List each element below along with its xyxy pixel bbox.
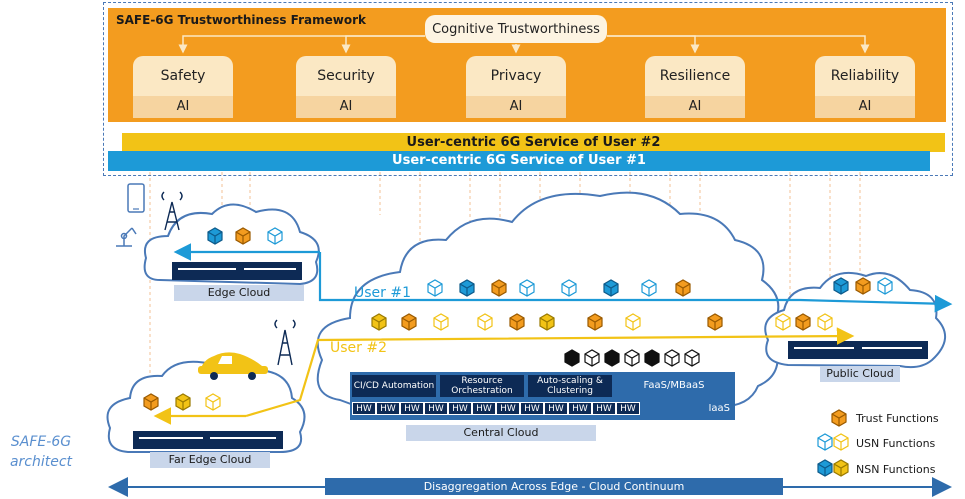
far-edge-cloud-functions	[143, 393, 221, 411]
pillar-name: Privacy	[490, 68, 542, 84]
pillar-ai: AI	[133, 96, 233, 118]
pillar-privacy: Privacy AI	[466, 56, 566, 118]
hw-cell: HW	[496, 402, 520, 415]
user1-service-bar: User-centric 6G Service of User #1	[108, 151, 930, 171]
hw-cell: HW	[616, 402, 640, 415]
hw-cell: HW	[592, 402, 616, 415]
iaas-label: IaaS	[708, 403, 730, 414]
nsn-functions-legend-icon	[817, 459, 849, 477]
pillar-name: Resilience	[659, 68, 731, 84]
hw-cell: HW	[472, 402, 496, 415]
user2-service-bar: User-centric 6G Service of User #2	[122, 133, 945, 152]
user2-flow-right	[245, 327, 855, 418]
continuum-bar: Disaggregation Across Edge - Cloud Conti…	[325, 478, 783, 495]
radio-tower-icon-2	[274, 319, 296, 366]
legend-usn-functions: USN Functions	[856, 437, 936, 450]
user1-flow-right	[318, 252, 953, 313]
framework-dashed-frame	[103, 2, 953, 176]
pillar-name: Reliability	[830, 68, 900, 84]
framework-title: SAFE-6G Trustworthiness Framework	[116, 13, 366, 27]
user2-flow-label: User #2	[330, 340, 387, 356]
far-edge-cloud-label: Far Edge Cloud	[150, 452, 270, 468]
hw-cell: HW	[568, 402, 592, 415]
resource-orchestration-box: Resource Orchestration	[440, 375, 524, 397]
usn-functions-legend-icon	[817, 433, 849, 451]
legend-trust-functions: Trust Functions	[856, 412, 939, 425]
pillar-resilience: Resilience AI	[645, 56, 745, 118]
radio-tower-icon	[161, 191, 183, 231]
cognitive-trustworthiness-node: Cognitive Trustworthiness	[425, 15, 607, 43]
public-server-rack	[788, 341, 928, 359]
auto-scaling-box: Auto-scaling & Clustering	[528, 375, 612, 397]
far-edge-server-rack	[133, 431, 283, 449]
trust-functions-legend-icon	[831, 409, 847, 427]
robot-arm-icon	[116, 227, 137, 247]
connector-reliability	[607, 35, 870, 54]
legend-nsn-functions: NSN Functions	[856, 463, 936, 476]
pillar-name: Safety	[160, 68, 206, 84]
hw-cell: HW	[376, 402, 400, 415]
hw-cell: HW	[352, 402, 376, 415]
user1-flow-label: User #1	[354, 285, 411, 301]
hw-cell: HW	[424, 402, 448, 415]
safe6g-architecture-caption: SAFE-6G architect	[9, 434, 73, 470]
hw-cell: HW	[544, 402, 568, 415]
edge-cloud-functions	[207, 227, 283, 245]
edge-server-rack	[172, 262, 302, 280]
hw-row: HW HW HW HW HW HW HW HW HW HW HW HW	[352, 402, 640, 415]
pillar-security: Security AI	[296, 56, 396, 118]
hw-cell: HW	[400, 402, 424, 415]
pillar-ai: AI	[296, 96, 396, 118]
central-cloud-label: Central Cloud	[406, 425, 596, 441]
pillar-reliability: Reliability AI	[815, 56, 915, 118]
connector-security	[341, 35, 425, 54]
connector-safety	[178, 35, 425, 54]
phone-icon	[127, 183, 145, 213]
car-icon	[198, 352, 268, 380]
pillar-ai: AI	[466, 96, 566, 118]
edge-cloud-label: Edge Cloud	[174, 285, 304, 301]
pillar-ai: AI	[815, 96, 915, 118]
pillar-name: Security	[317, 68, 375, 84]
hw-cell: HW	[520, 402, 544, 415]
hw-cell: HW	[448, 402, 472, 415]
pillar-ai: AI	[645, 96, 745, 118]
public-cloud-label: Public Cloud	[820, 366, 900, 382]
cicd-automation-box: CI/CD Automation	[352, 375, 436, 397]
faas-mbaas-label: FaaS/MBaaS	[643, 380, 705, 391]
pillar-safety: Safety AI	[133, 56, 233, 118]
